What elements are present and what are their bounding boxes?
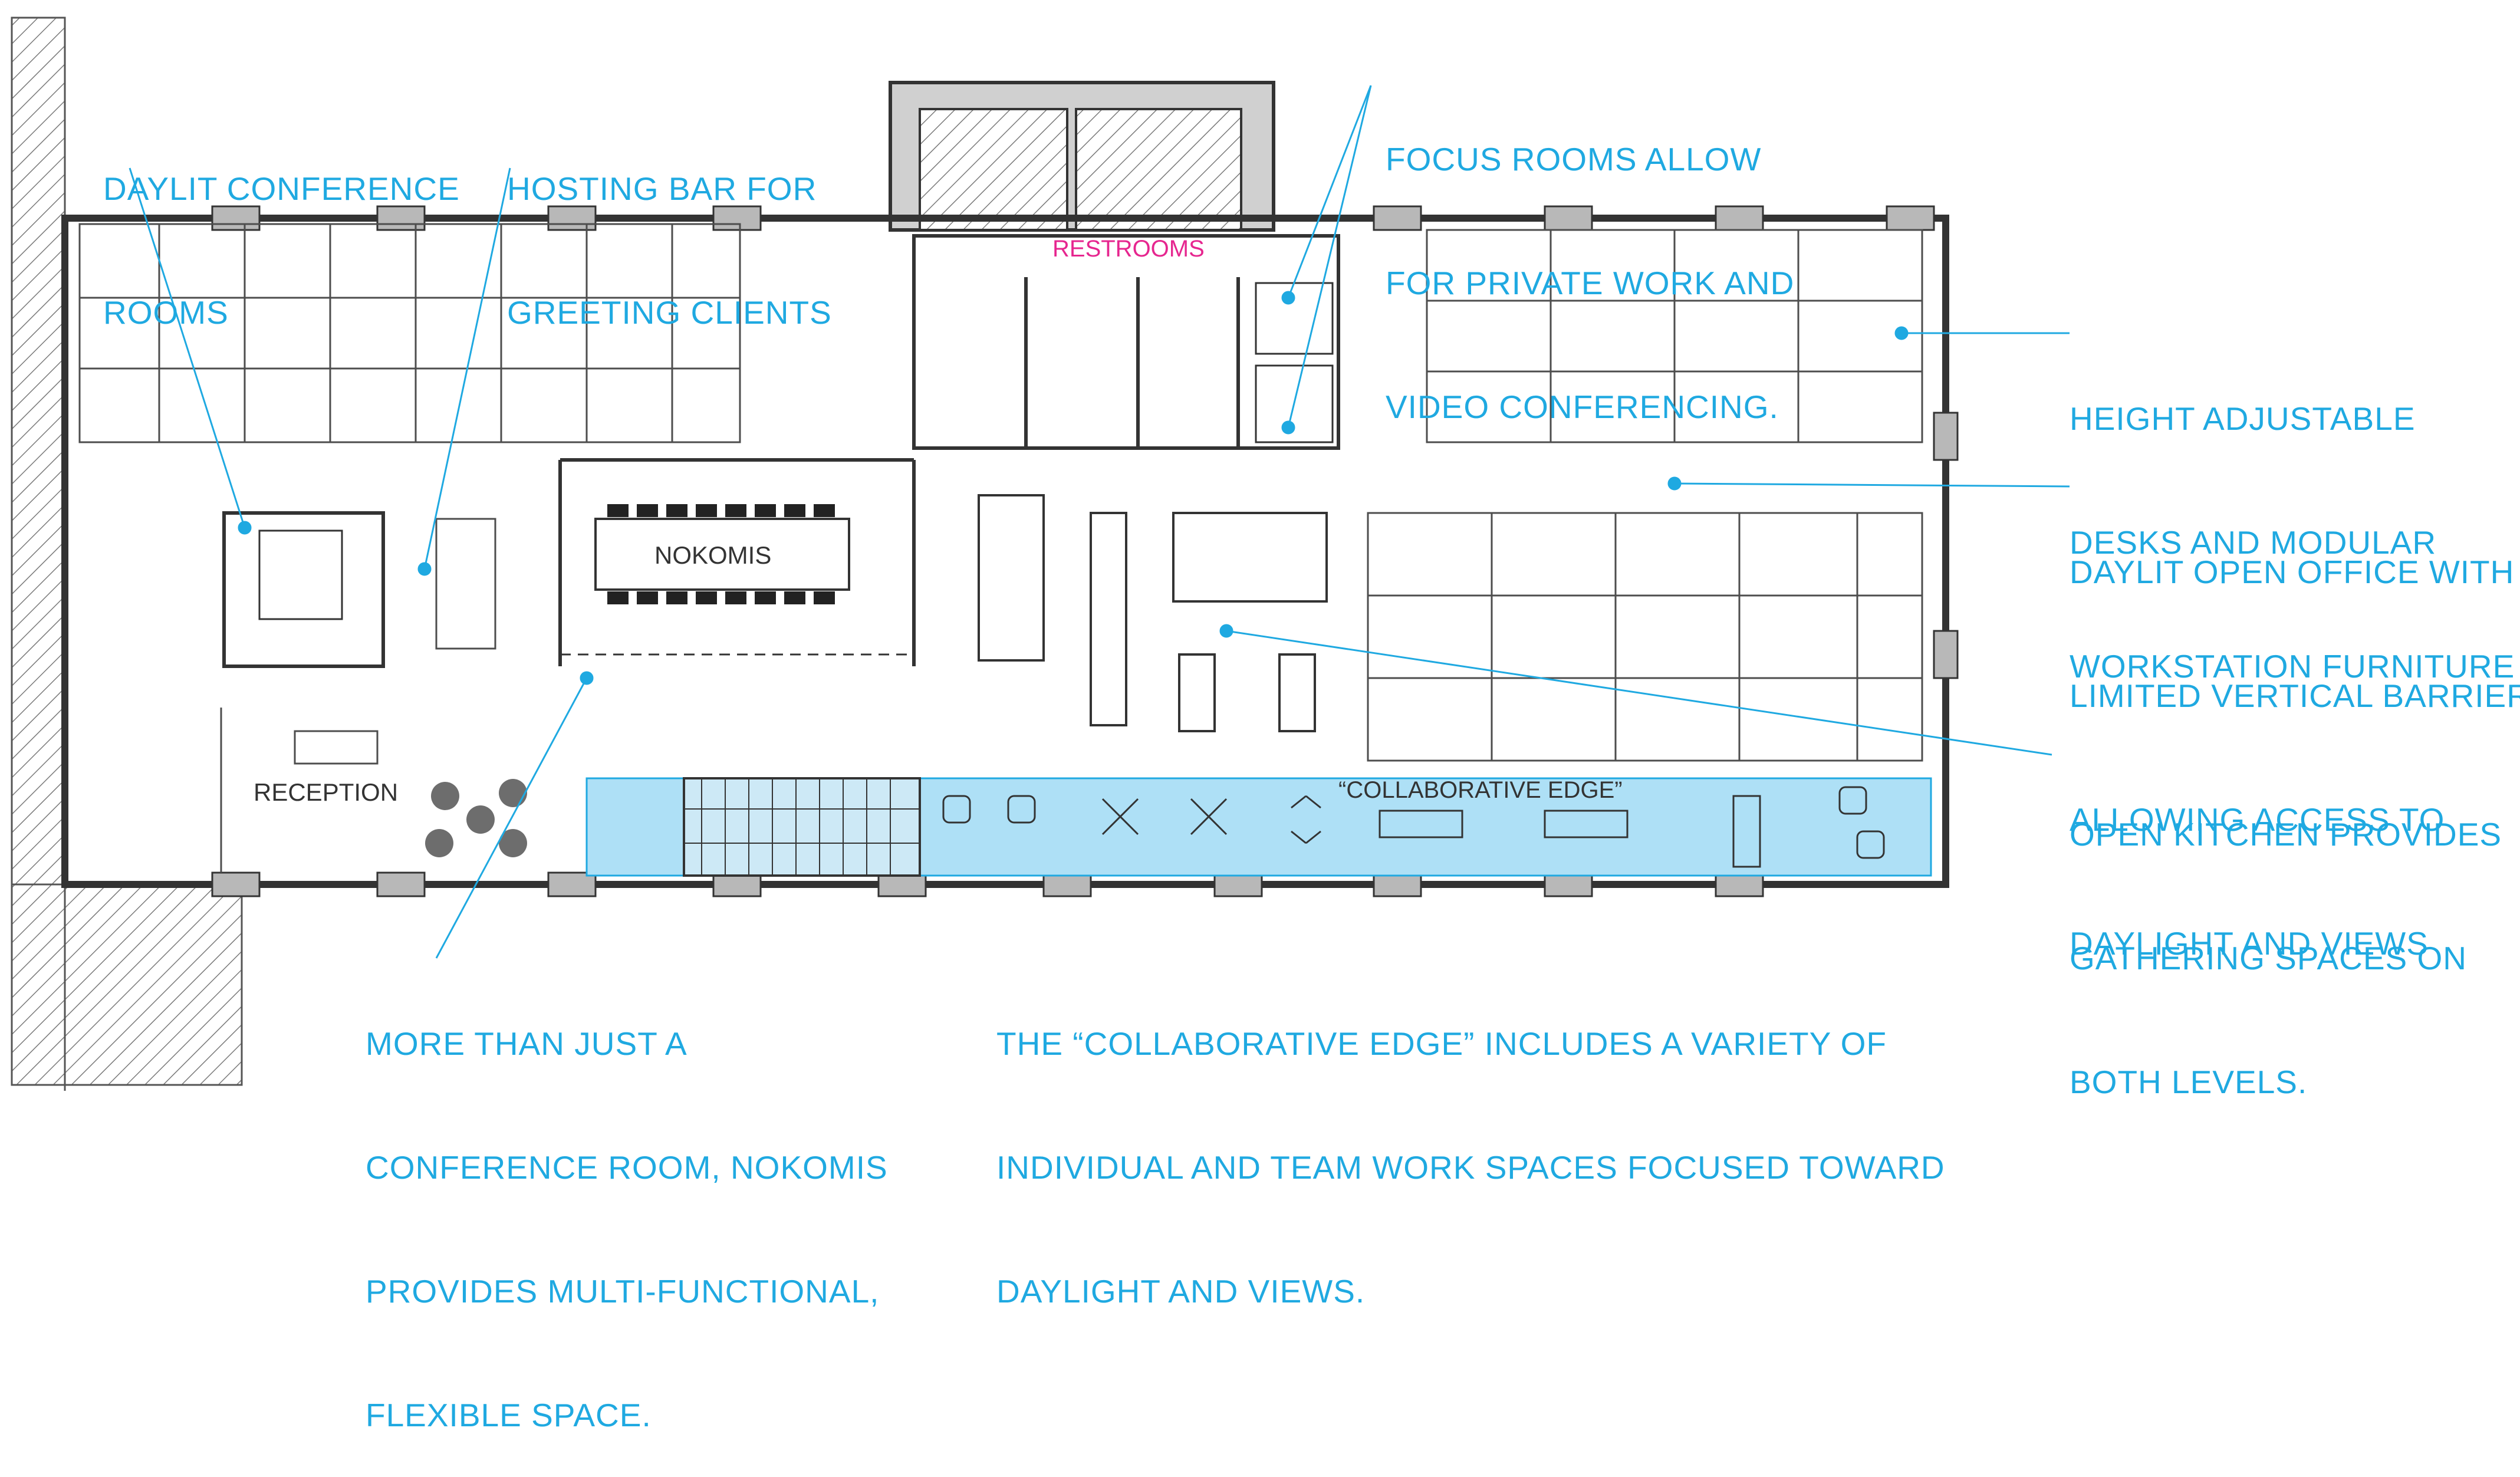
nokomis-room [558, 458, 916, 666]
annotation-line: HEIGHT ADJUSTABLE [2070, 400, 2416, 437]
annotation-line: GATHERING SPACES ON [2070, 940, 2468, 976]
annotation-line: GREETING CLIENTS [507, 294, 832, 331]
annotation-line: LIMITED VERTICAL BARRIERS [2070, 677, 2520, 714]
annotation-height-adjustable: HEIGHT ADJUSTABLE DESKS AND MODULAR WORK… [2070, 315, 2515, 728]
collaborative-furniture [942, 786, 1885, 868]
annotation-line: ROOMS [103, 294, 229, 331]
annotation-line: HOSTING BAR FOR [507, 170, 817, 207]
annotation-line: VIDEO CONFERENCING. [1386, 389, 1779, 425]
annotation-line: BOTH LEVELS. [2070, 1064, 2308, 1100]
annotation-nokomis-multi: MORE THAN JUST A CONFERENCE ROOM, NOKOMI… [366, 940, 888, 1477]
annotation-line: INDIVIDUAL AND TEAM WORK SPACES FOCUSED … [996, 1149, 1945, 1186]
annotation-line: CONFERENCE ROOM, NOKOMIS [366, 1149, 888, 1186]
annotation-line: OPEN KITCHEN PROVIDES [2070, 816, 2502, 853]
collaborative-edge-label: “COLLABORATIVE EDGE” [1338, 777, 1623, 803]
collab-table [978, 494, 1045, 662]
floor-plan-drawing [11, 17, 2070, 1091]
annotation-hosting-bar: HOSTING BAR FOR GREETING CLIENTS [507, 85, 832, 374]
annotation-line: FLEXIBLE SPACE. [366, 1397, 652, 1433]
annotation-line: DAYLIT CONFERENCE [103, 170, 460, 207]
annotation-line: WORKSTATION FURNITURE [2070, 648, 2515, 685]
reception-seating [425, 779, 527, 857]
reception-label: RECEPTION [254, 778, 399, 806]
annotation-line: FOR PRIVATE WORK AND [1386, 265, 1795, 301]
east-workstations [1367, 229, 1923, 762]
annotation-focus-rooms: FOCUS ROOMS ALLOW FOR PRIVATE WORK AND V… [1386, 56, 1794, 469]
adjacent-building-hatch [11, 17, 66, 915]
annotation-daylit-conference: DAYLIT CONFERENCE ROOMS [103, 85, 460, 374]
annotation-collaborative-edge: THE “COLLABORATIVE EDGE” INCLUDES A VARI… [996, 940, 1945, 1353]
hosting-bar [435, 518, 496, 650]
nokomis-chairs [607, 504, 835, 604]
floor-plan-diagram: RESTROOMS NOKOMIS RECEPTION “COLLABORATI… [11, 17, 2520, 1433]
annotation-line: DAYLIT OPEN OFFICE WITH [2070, 554, 2515, 590]
building-outline [61, 215, 1949, 888]
annotation-leaders [129, 85, 2070, 959]
annotation-line: ALLOWING ACCESS TO [2070, 801, 2445, 838]
kitchen [1090, 512, 1328, 732]
annotation-line: FOCUS ROOMS ALLOW [1386, 141, 1762, 177]
annotation-line: PROVIDES MULTI-FUNCTIONAL, [366, 1273, 880, 1310]
annotation-line: MORE THAN JUST A [366, 1025, 687, 1062]
reception-area [220, 708, 379, 873]
restroom-block [912, 234, 1340, 450]
annotation-line: THE “COLLABORATIVE EDGE” INCLUDES A VARI… [996, 1025, 1887, 1062]
nokomis-label: NOKOMIS [654, 541, 772, 570]
annotation-line: DAYLIGHT AND VIEWS. [996, 1273, 1366, 1310]
west-workstations [78, 223, 741, 443]
restrooms-label: RESTROOMS [1052, 236, 1205, 262]
adjacent-building-hatch-bottom [11, 883, 243, 1086]
window-piers [211, 205, 1959, 897]
annotation-line: DESKS AND MODULAR [2070, 524, 2437, 561]
west-conference-room [222, 511, 385, 668]
annotation-open-kitchen: OPEN KITCHEN PROVIDES GATHERING SPACES O… [2070, 731, 2502, 1144]
feature-stair [683, 777, 921, 877]
annotation-daylit-open-office: DAYLIT OPEN OFFICE WITH LIMITED VERTICAL… [2070, 469, 2520, 1005]
annotation-line: DAYLIGHT AND VIEWS [2070, 925, 2429, 962]
